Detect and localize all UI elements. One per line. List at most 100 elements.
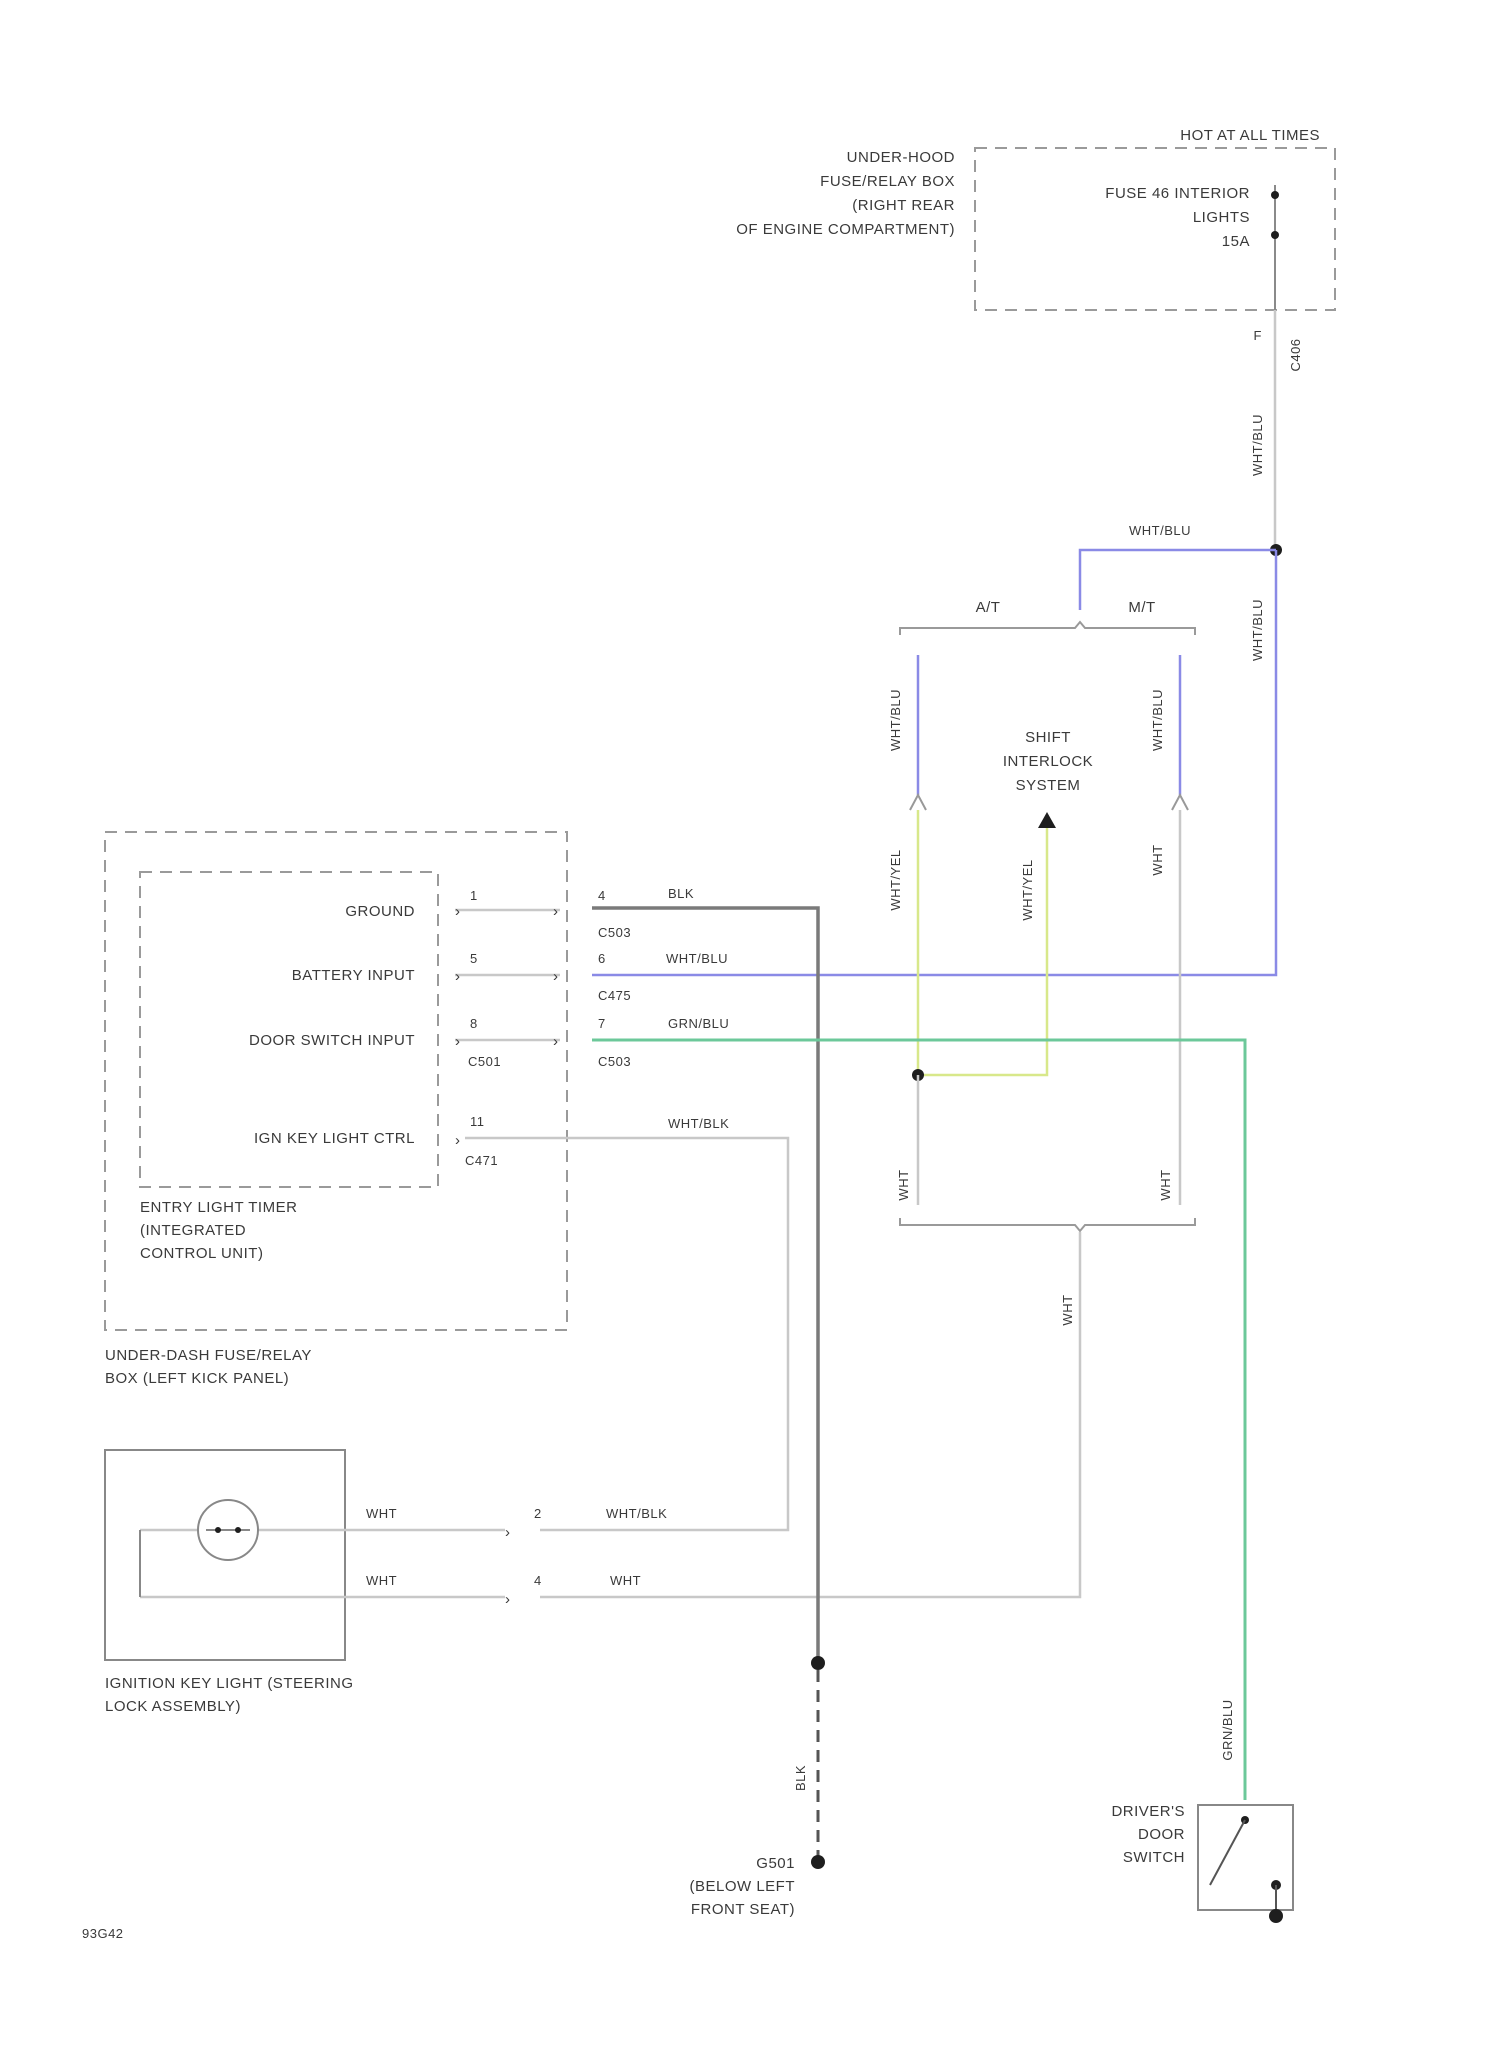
connector-icon: › [455, 1033, 461, 1050]
connector-label: C475 [598, 988, 631, 1003]
under-dash-label-line: BOX (LEFT KICK PANEL) [105, 1370, 289, 1387]
connector-icon: › [553, 1033, 559, 1050]
underhood-fuse-box: HOT AT ALL TIMES UNDER-HOOD FUSE/RELAY B… [736, 127, 1335, 372]
fuse-terminal-icon [1271, 191, 1279, 199]
fuse-terminal-pin: F [1254, 328, 1262, 343]
connector-icon [910, 795, 926, 810]
pin-name: DOOR SWITCH INPUT [249, 1032, 415, 1049]
ground-icon [811, 1855, 825, 1869]
pin-number: 8 [470, 1016, 478, 1031]
wire-wht-blu-branch [1080, 550, 1276, 610]
connector-icon: › [553, 968, 559, 985]
underhood-label-line: FUSE/RELAY BOX [820, 173, 955, 190]
pin-number: 7 [598, 1016, 606, 1031]
connector-label: C471 [465, 1153, 498, 1168]
ground-label-line: (BELOW LEFT [689, 1878, 795, 1895]
wire-label: WHT/YEL [1020, 859, 1035, 920]
wire-label: WHT [366, 1573, 397, 1588]
wire-label: BLK [668, 886, 694, 901]
switch-icon [1210, 1820, 1245, 1885]
connector-c406: C406 [1288, 338, 1303, 371]
ignition-key-light: WHT WHT › › 2 4 WHT/BLK WHT IGNITION KEY… [105, 1450, 667, 1715]
wire-wht-blu-battery [592, 550, 1276, 975]
door-switch-label-line: SWITCH [1123, 1849, 1185, 1866]
wire-label: WHT/BLK [606, 1506, 667, 1521]
door-switch-label-line: DOOR [1138, 1826, 1185, 1843]
transmission-bracket-bottom [900, 1218, 1195, 1231]
mt-label: M/T [1128, 599, 1155, 616]
drivers-door-switch: GRN/BLU DRIVER'S DOOR SWITCH [1111, 1699, 1293, 1923]
shift-interlock-label: SYSTEM [1016, 777, 1081, 794]
timer-label-line: CONTROL UNIT) [140, 1245, 263, 1262]
fuse-label-line: FUSE 46 INTERIOR [1105, 185, 1250, 202]
pin-number: 1 [470, 888, 478, 903]
wire-wht-blk-ign [465, 1138, 788, 1530]
ground-g501: BLK G501 (BELOW LEFT FRONT SEAT) [689, 1656, 825, 1918]
underhood-box-outline [975, 148, 1335, 310]
fuse-label-line: LIGHTS [1193, 209, 1250, 226]
underhood-label-line: (RIGHT REAR [852, 197, 955, 214]
connector-rows: 1 › › 4 C503 5 › › 6 C475 8 › › 7 C501 C… [455, 888, 631, 1168]
wire-label: WHT/BLU [1250, 599, 1265, 661]
ignition-key-label-line: LOCK ASSEMBLY) [105, 1698, 241, 1715]
door-switch-label-line: DRIVER'S [1111, 1803, 1185, 1820]
ground-label-line: G501 [756, 1855, 795, 1872]
pin-number: 5 [470, 951, 478, 966]
ignition-key-label-line: IGNITION KEY LIGHT (STEERING [105, 1675, 354, 1692]
wire-label: WHT/BLU [666, 951, 728, 966]
connector-icon: › [553, 903, 559, 920]
connector-label: C503 [598, 1054, 631, 1069]
at-label: A/T [976, 599, 1001, 616]
wire-label: WHT/BLU [1250, 414, 1265, 476]
fuse-label-line: 15A [1222, 233, 1250, 250]
wire-label: WHT [1060, 1294, 1075, 1325]
underhood-label-line: UNDER-HOOD [847, 149, 955, 166]
connector-icon [1172, 795, 1188, 810]
shift-interlock-label: INTERLOCK [1003, 753, 1093, 770]
timer-label-line: ENTRY LIGHT TIMER [140, 1199, 297, 1216]
wire-label: GRN/BLU [1220, 1699, 1235, 1760]
wire-label: BLK [793, 1765, 808, 1791]
wire-label: WHT [610, 1573, 641, 1588]
wire-label: WHT [1150, 844, 1165, 875]
hot-at-all-times-label: HOT AT ALL TIMES [1180, 127, 1320, 144]
wire-wht-to-ign-key [540, 1232, 1080, 1597]
under-dash-fuse-box: GROUND BATTERY INPUT DOOR SWITCH INPUT I… [105, 832, 567, 1387]
wire-label: WHT [1158, 1169, 1173, 1200]
splice-dot [811, 1656, 825, 1670]
wire-label: WHT/YEL [888, 849, 903, 910]
wire-label: WHT/BLU [1129, 523, 1191, 538]
underhood-label-line: OF ENGINE COMPARTMENT) [736, 221, 955, 238]
pin-name: BATTERY INPUT [292, 967, 415, 984]
wire-label: GRN/BLU [668, 1016, 729, 1031]
connector-icon: › [505, 1524, 511, 1541]
pin-number: 2 [534, 1506, 542, 1521]
wire-label: WHT/BLK [668, 1116, 729, 1131]
wire-label: WHT/BLU [888, 689, 903, 751]
fuse-terminal-icon [1271, 231, 1279, 239]
pin-number: 4 [598, 888, 606, 903]
pin-name: IGN KEY LIGHT CTRL [254, 1130, 415, 1147]
pin-name: GROUND [345, 903, 415, 920]
figure-id: 93G42 [82, 1926, 124, 1941]
pin-number: 6 [598, 951, 606, 966]
connector-icon: › [455, 1132, 461, 1149]
connector-icon: › [505, 1591, 511, 1608]
wire-label: WHT [896, 1169, 911, 1200]
ground-label-line: FRONT SEAT) [691, 1901, 795, 1918]
wire-label: WHT/BLU [1150, 689, 1165, 751]
transmission-bracket-top: A/T M/T [900, 599, 1195, 635]
timer-label-line: (INTEGRATED [140, 1222, 246, 1239]
connector-label: C501 [468, 1054, 501, 1069]
connector-icon: › [455, 968, 461, 985]
wire-label: WHT [366, 1506, 397, 1521]
shift-interlock-terminal-icon [1038, 812, 1056, 828]
under-dash-label-line: UNDER-DASH FUSE/RELAY [105, 1347, 312, 1364]
ground-icon [1269, 1909, 1283, 1923]
pin-number: 11 [470, 1114, 485, 1129]
pin-number: 4 [534, 1573, 542, 1588]
shift-interlock-label: SHIFT [1025, 729, 1071, 746]
connector-label: C503 [598, 925, 631, 940]
connector-icon: › [455, 903, 461, 920]
